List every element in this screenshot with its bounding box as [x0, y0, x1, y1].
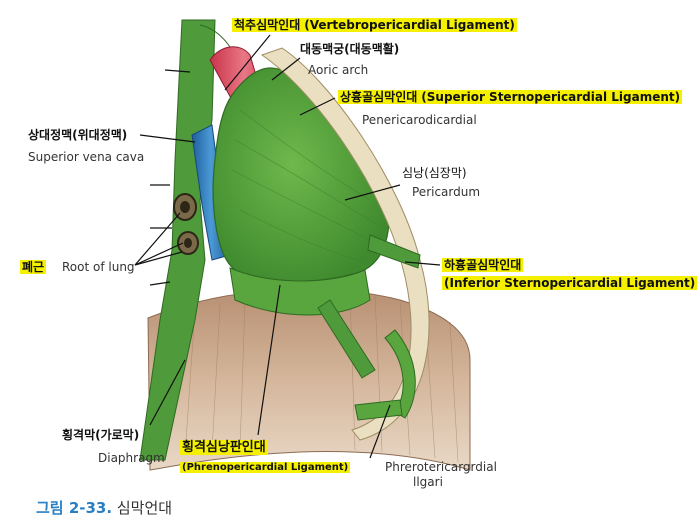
pericardium-label: 심낭(심장막) [402, 166, 467, 180]
sup-sterno-ko-text: 상흉골심막인대 [338, 90, 420, 104]
lung-root-en-text: Root of lung [62, 260, 135, 274]
svc-label: 상대정맥(위대정맥) [28, 128, 127, 142]
inf-sterno-en-wrap: (Inferior Sternopericardial Ligament) [442, 276, 698, 290]
figure-number: 그림 2-33. [36, 499, 113, 517]
phreno-ko-text: 횡격심낭판인대 [180, 440, 268, 455]
diaphragm-label: 횡격막(가로막) [62, 428, 139, 442]
figure-caption: 그림 2-33. 심막언대 [36, 497, 172, 518]
vertebropericardial-label: 척추심막인대(Vertebropericardial Ligament) [232, 18, 517, 32]
lung-root-ko-label: 폐근 [20, 260, 47, 274]
penericardial-text: Penericarodicardial [362, 113, 477, 127]
sup-sterno-en-text: (Superior Sternopericardial Ligament) [419, 90, 683, 104]
phrenosternal-text-1: Phreroter­icargrdial [385, 460, 497, 474]
inferior-sternopericardial-ligament-shape [317, 234, 421, 421]
diaphragm-en-text: Diaphragm [98, 451, 165, 465]
pericardium-ko-text: 심낭(심장막) [402, 166, 467, 180]
aortic-arch-label: 대동맥궁(대동맥활) [300, 42, 399, 56]
phrenopericardial-label: 횡격심낭판인대 [180, 440, 268, 455]
phreno-en-wrap: (Phrenopericardial Ligament) [180, 459, 351, 475]
sternum-strip-shape [260, 47, 430, 441]
aortic-arch-en-text: Aoric arch [308, 63, 369, 77]
figure-title: 심막언대 [116, 499, 173, 517]
diaphragm-ko-text: 횡격막(가로막) [62, 428, 140, 442]
inferior-sternopericardial-label: 하흉골심막인대 [442, 258, 524, 272]
svc-en-text: Superior vena cava [28, 150, 145, 164]
superior-sternopericardial-label: 상흉골심막인대(Superior Sternopericardial Ligam… [338, 90, 683, 104]
phreno-en-text: (Phrenopericardial Ligament) [180, 462, 351, 473]
vertebro-en-text: (Vertebropericardial Ligament) [302, 18, 517, 32]
inf-sterno-ko-text: 하흉골심막인대 [442, 258, 524, 272]
phrenosternal-text-2: llgari [413, 475, 443, 489]
inf-sterno-en-text: (Inferior Sternopericardial Ligament) [442, 276, 698, 290]
phrenopericardial-ligament-shape [229, 267, 371, 316]
leader-lines [134, 34, 441, 459]
lung-root-ko-text: 폐근 [20, 260, 47, 274]
svc-ko-text: 상대정맥(위대정맥) [28, 128, 128, 142]
aortic-arch-ko-text: 대동맥궁(대동맥활) [300, 42, 400, 56]
pericardium-en-text: Pericardum [412, 185, 481, 199]
vertebro-ko-text: 척추심막인대 [232, 18, 303, 32]
